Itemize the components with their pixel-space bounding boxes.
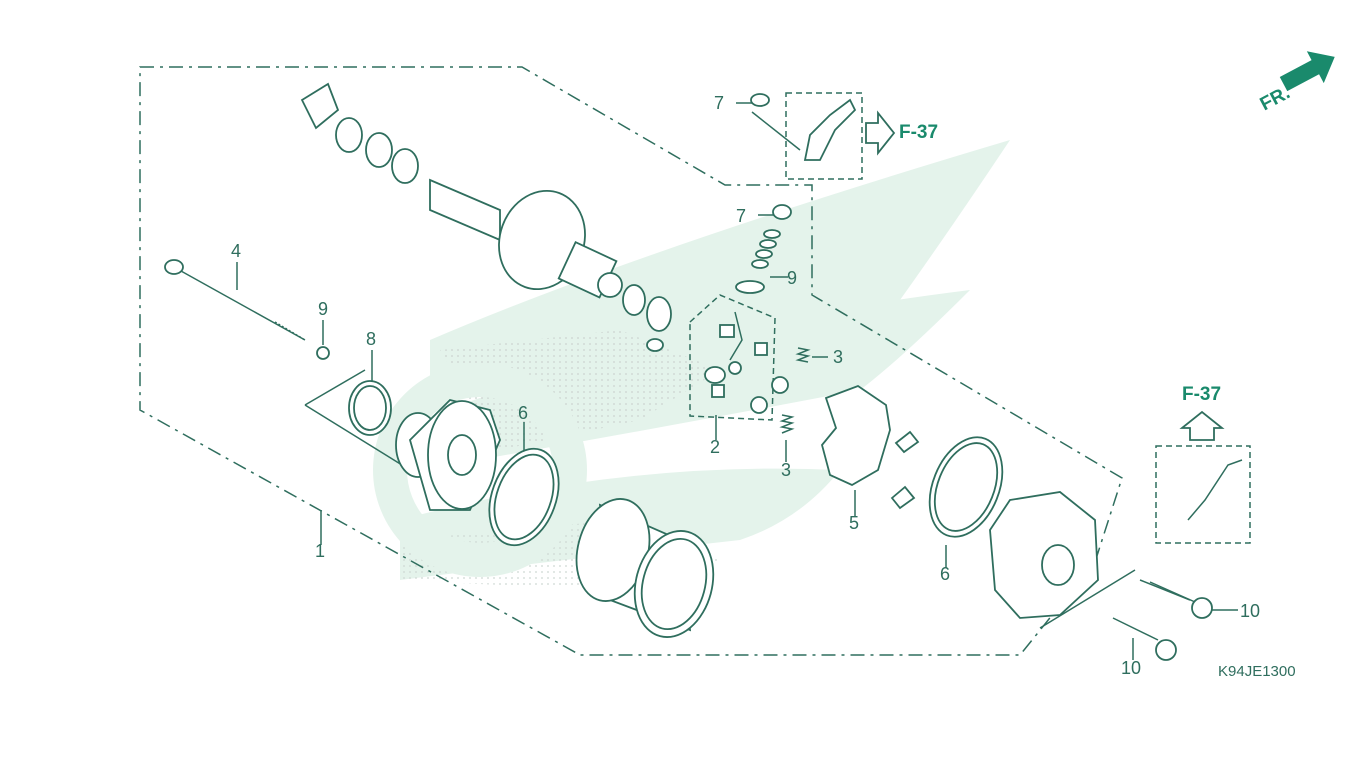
- brush-plate: [821, 384, 891, 487]
- brush-b: [890, 485, 916, 510]
- callout-7b: 7: [736, 206, 746, 226]
- yoke-cylinder: [575, 498, 715, 638]
- reference-arrow-icon: [1179, 410, 1225, 441]
- washer-a: [622, 284, 646, 316]
- cover-bolt-lower: [1112, 617, 1177, 661]
- through-bolt: [164, 259, 306, 341]
- callout-8: 8: [366, 329, 376, 349]
- detail-box-brush: [689, 294, 776, 421]
- callout-7a: 7: [714, 93, 724, 113]
- ref-label-right[interactable]: F-37: [1182, 384, 1221, 405]
- washer-c: [771, 376, 789, 394]
- callout-6b: 6: [940, 564, 950, 584]
- callout-9a: 9: [318, 299, 328, 319]
- diagram-code: K94JE1300: [1218, 663, 1296, 680]
- detail-box-right: [1155, 445, 1251, 544]
- leader-lines: [236, 102, 1238, 660]
- assembly-outline: [139, 66, 1123, 656]
- callout-3a: 3: [833, 347, 843, 367]
- brush-springs: [779, 347, 811, 434]
- callout-4: 4: [231, 241, 241, 261]
- washer-b: [646, 296, 672, 332]
- rear-cover: [989, 491, 1099, 619]
- reference-arrow-icon: [865, 110, 896, 156]
- front-cover: [395, 399, 501, 511]
- detail-box-top: [785, 92, 863, 180]
- callout-10a: 10: [1240, 601, 1260, 621]
- ground-wire: [1187, 459, 1243, 521]
- callout-10b: 10: [1121, 658, 1141, 678]
- callout-3b: 3: [781, 460, 791, 480]
- brush-a: [894, 430, 920, 454]
- thrust-washers: [300, 82, 419, 184]
- front-arrow-icon: [1279, 51, 1335, 92]
- callout-6a: 6: [518, 403, 528, 423]
- callout-5: 5: [849, 513, 859, 533]
- callout-9b: 9: [787, 268, 797, 288]
- brush-holder: [646, 311, 768, 398]
- washer-small: [316, 346, 330, 360]
- ref-label-top[interactable]: F-37: [899, 122, 938, 143]
- terminal-stack: [735, 229, 781, 294]
- cover-bolt-upper: [1149, 581, 1213, 619]
- armature: [429, 178, 623, 299]
- callout-1: 1: [315, 541, 325, 561]
- callout-2: 2: [710, 437, 720, 457]
- washer-d: [750, 396, 768, 414]
- terminal-wire: [750, 93, 857, 220]
